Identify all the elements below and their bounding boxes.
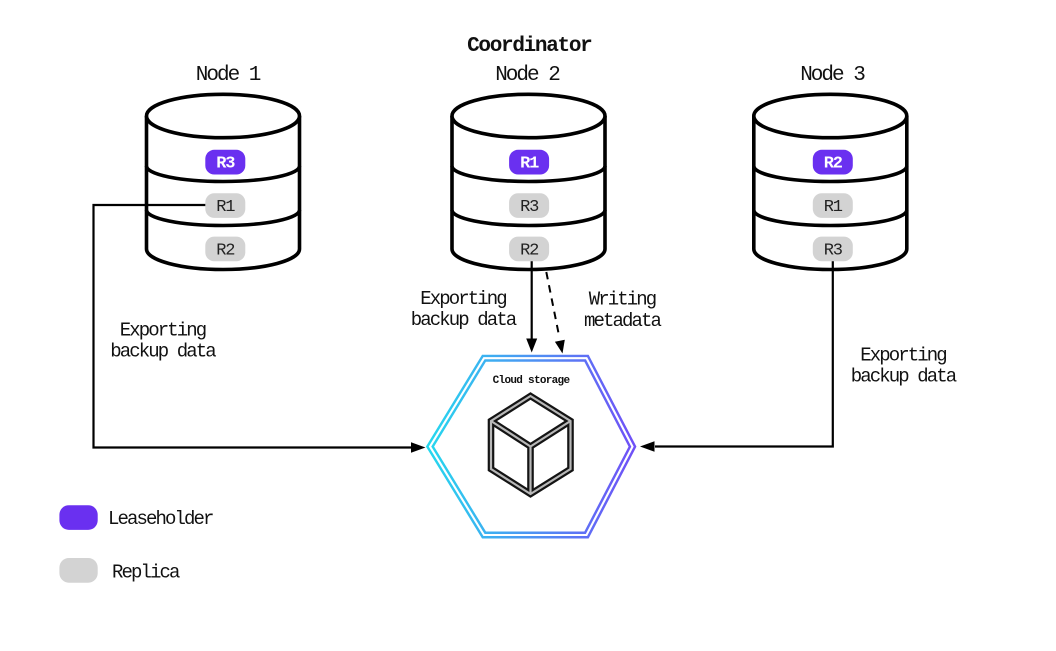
svg-text:Node 3: Node 3	[800, 64, 865, 87]
svg-text:backup data: backup data	[851, 366, 957, 388]
svg-text:backup data: backup data	[110, 341, 216, 363]
svg-text:Replica: Replica	[112, 562, 180, 584]
svg-text:R2: R2	[824, 155, 843, 174]
svg-text:Exporting: Exporting	[420, 288, 506, 310]
svg-text:R1: R1	[824, 198, 843, 217]
svg-text:Cloud storage: Cloud storage	[493, 375, 571, 387]
svg-text:Exporting: Exporting	[860, 345, 946, 367]
svg-text:Leaseholder: Leaseholder	[108, 508, 213, 530]
svg-text:R3: R3	[520, 198, 539, 217]
svg-text:Exporting: Exporting	[120, 320, 206, 342]
svg-text:Node 2: Node 2	[495, 64, 560, 87]
svg-text:R1: R1	[520, 155, 539, 174]
svg-text:R1: R1	[216, 198, 235, 217]
svg-text:R2: R2	[520, 241, 538, 260]
svg-text:Coordinator: Coordinator	[467, 35, 592, 58]
svg-text:metadata: metadata	[584, 310, 662, 332]
svg-text:R3: R3	[216, 155, 235, 174]
svg-text:Writing: Writing	[589, 289, 656, 311]
svg-text:Node 1: Node 1	[196, 64, 261, 87]
svg-text:R2: R2	[216, 241, 234, 260]
svg-text:R3: R3	[824, 241, 843, 260]
svg-text:backup data: backup data	[411, 309, 517, 331]
